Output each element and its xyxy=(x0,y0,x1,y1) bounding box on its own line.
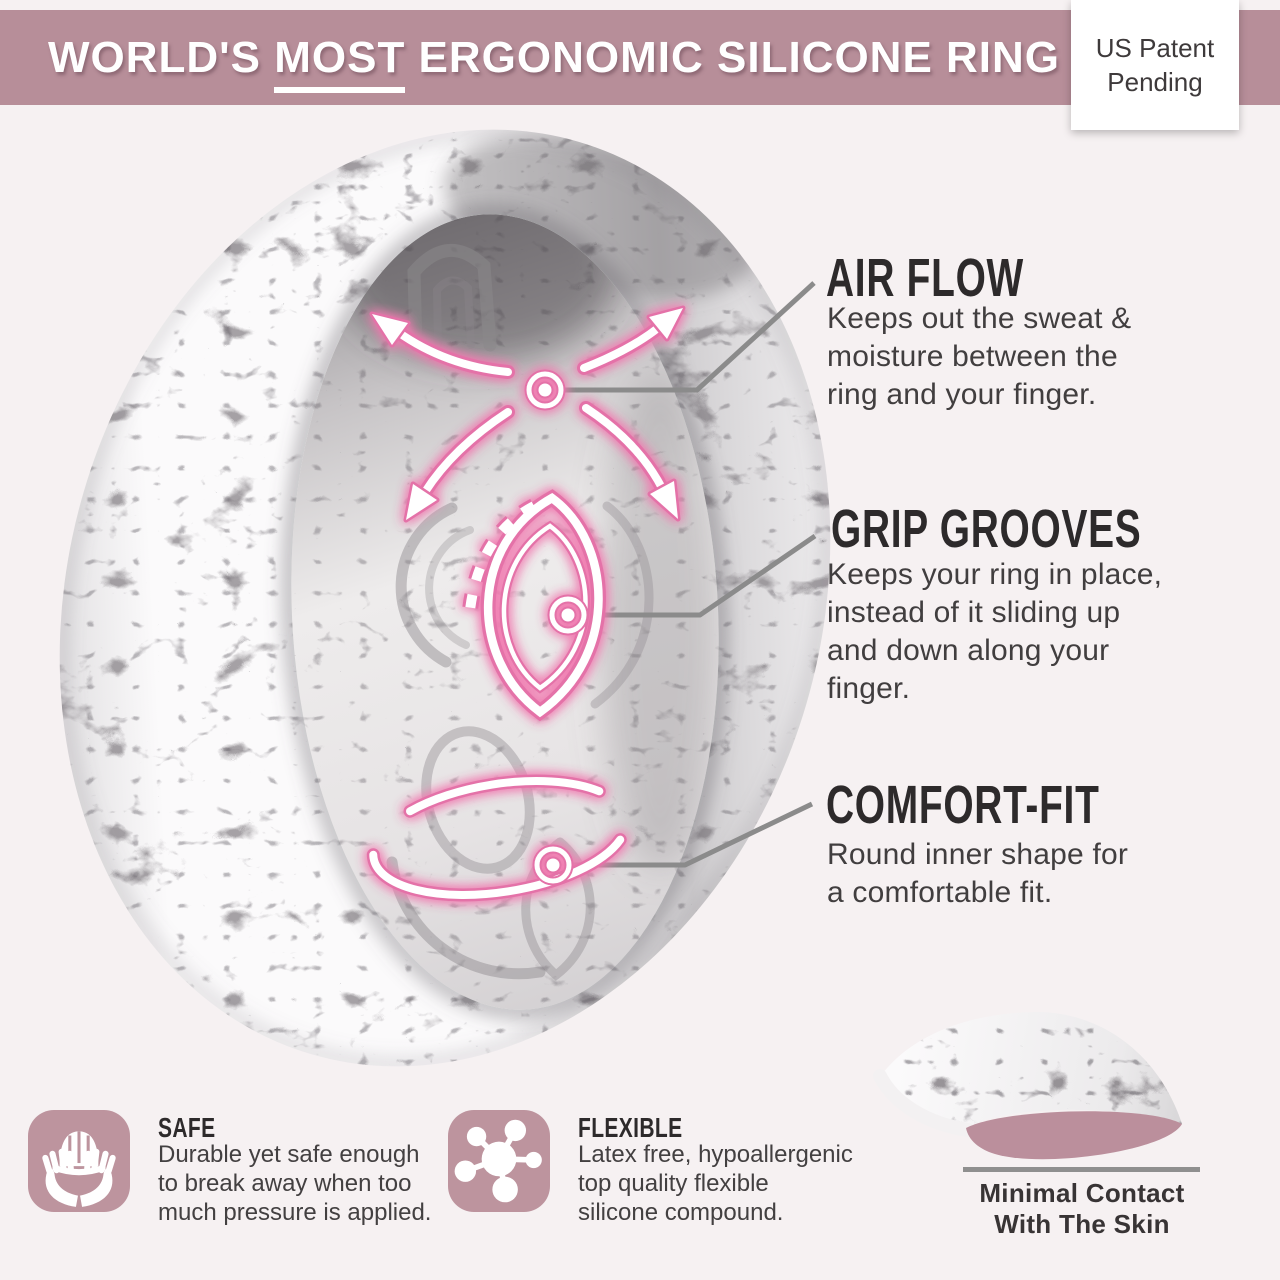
comfort-fit-title: COMFORT-FIT xyxy=(826,775,1100,835)
flexible-body: Latex free, hypoallergenic top quality f… xyxy=(578,1141,853,1226)
callout-lines xyxy=(560,281,817,868)
air-flow-marker xyxy=(524,369,566,411)
cross-section-inner-shape xyxy=(966,1111,1182,1160)
grip-grooves-marker xyxy=(547,594,589,636)
page-title: WORLD'S MOST ERGONOMIC SILICONE RING xyxy=(48,32,1061,93)
right-hand xyxy=(80,1148,116,1207)
safe-body: Durable yet safe enough to break away wh… xyxy=(158,1141,432,1226)
grip-grooves-body: Keeps your ring in place, instead of it … xyxy=(827,558,1163,705)
comfort-fit-body: Round inner shape for a comfortable fit. xyxy=(827,838,1129,909)
air-flow-arrows-icon xyxy=(369,305,686,523)
page-title-post: ERGONOMIC SILICONE RING xyxy=(405,32,1061,82)
left-hand xyxy=(42,1148,78,1207)
grip-grooves-leader-line xyxy=(583,533,817,618)
hard-hat-in-hands-icon xyxy=(42,1131,116,1207)
molecule-icon xyxy=(454,1119,542,1203)
patent-pending-badge: US Patent Pending xyxy=(1071,0,1239,130)
page-title-pre: WORLD'S xyxy=(48,32,275,82)
flexible-title: FLEXIBLE xyxy=(578,1112,683,1143)
comfort-fit-marker xyxy=(532,844,574,886)
cross-section-underline xyxy=(963,1167,1200,1172)
feature-overlays xyxy=(366,305,686,902)
ring-cross-section xyxy=(873,1012,1200,1172)
header-banner: WORLD'S MOST ERGONOMIC SILICONE RING xyxy=(0,10,1280,105)
ring-band xyxy=(20,110,860,1090)
cross-section-caption: Minimal Contact With The Skin xyxy=(979,1178,1185,1239)
flexible-feature-tile xyxy=(448,1110,550,1212)
comfort-fit-band-icon xyxy=(366,774,634,902)
cross-section-rim xyxy=(873,1069,975,1137)
grip-grooves-leaf-icon xyxy=(461,489,606,722)
safe-feature-tile xyxy=(28,1110,130,1212)
callout-marker-dots xyxy=(524,369,589,886)
page-title-underlined: MOST xyxy=(274,32,406,93)
air-flow-leader-line xyxy=(560,281,816,393)
air-flow-title: AIR FLOW xyxy=(826,248,1024,308)
air-flow-body: Keeps out the sweat & moisture between t… xyxy=(827,302,1132,411)
grip-grooves-title: GRIP GROOVES xyxy=(831,499,1142,559)
safe-title: SAFE xyxy=(158,1112,216,1143)
comfort-fit-leader-line xyxy=(570,801,814,868)
